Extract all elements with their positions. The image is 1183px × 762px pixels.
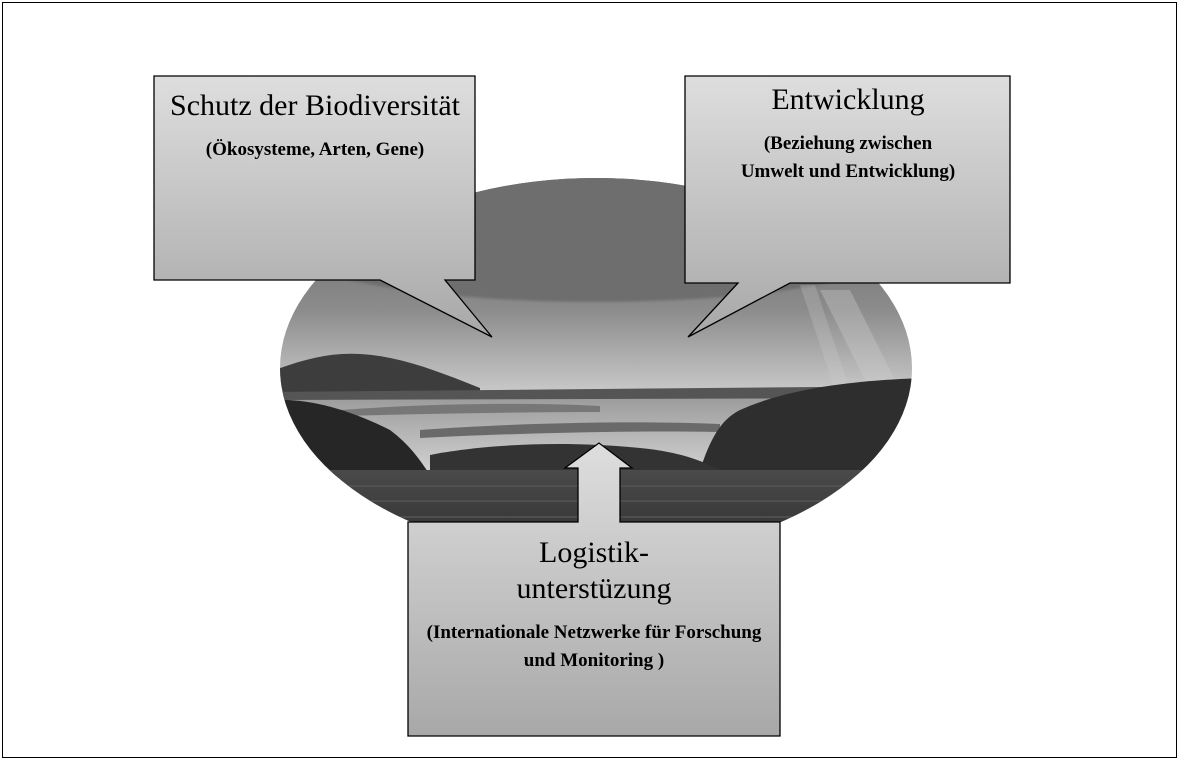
callout-biodiversity-title: Schutz der Biodiversität xyxy=(170,89,460,122)
callout-logistics-subtitle: (Internationale Netzwerke für Forschung … xyxy=(426,622,762,671)
callout-logistics: Logistik-unterstüzung (Internationale Ne… xyxy=(414,535,774,675)
callout-biodiversity-subtitle: (Ökosysteme, Arten, Gene) xyxy=(205,139,425,160)
callout-biodiversity-box xyxy=(153,75,493,338)
callout-development: Entwicklung (Beziehung zwischen Umwelt u… xyxy=(690,82,1006,186)
callout-logistics-box xyxy=(407,442,781,737)
callout-biodiversity: Schutz der Biodiversität (Ökosysteme, Ar… xyxy=(160,88,470,164)
callout-logistics-title: Logistik-unterstüzung xyxy=(516,536,672,605)
callout-development-box xyxy=(684,75,1011,338)
callout-development-title: Entwicklung xyxy=(771,83,925,116)
callout-development-subtitle: (Beziehung zwischen Umwelt und Entwicklu… xyxy=(740,133,956,182)
